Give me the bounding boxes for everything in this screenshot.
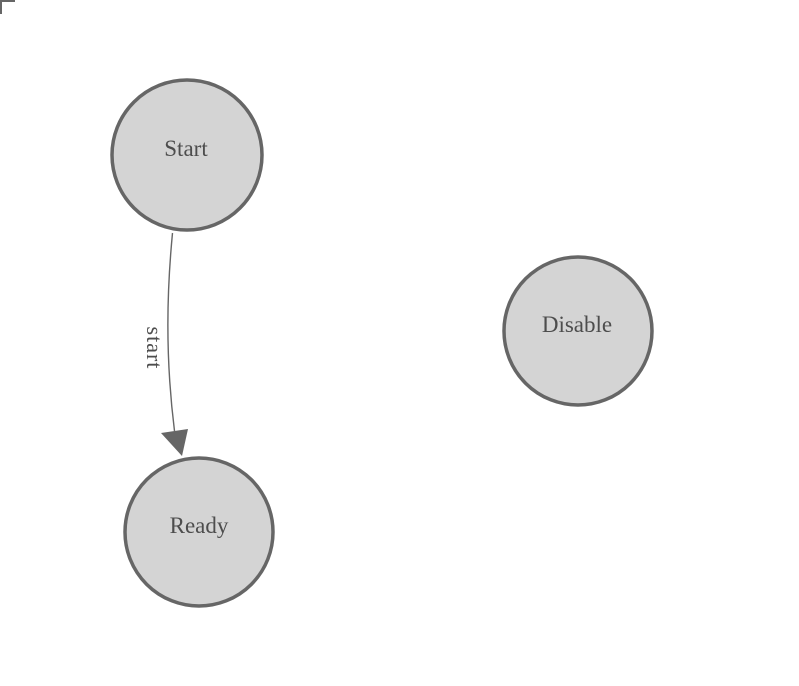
state-circle-ready[interactable]	[123, 456, 275, 608]
edge-label-start: start	[142, 327, 167, 370]
arrowhead-icon	[161, 429, 188, 456]
canvas-corner-mark	[0, 0, 15, 14]
state-node-ready[interactable]: Ready	[123, 456, 275, 608]
state-circle-disable[interactable]	[502, 255, 654, 407]
state-circle-start[interactable]	[110, 78, 264, 232]
state-label-disable: Disable	[542, 312, 612, 337]
state-node-disable[interactable]: Disable	[502, 255, 654, 407]
state-node-start[interactable]: Start	[110, 78, 264, 232]
edge-curve[interactable]	[167, 232, 176, 432]
state-label-ready: Ready	[170, 513, 229, 538]
transition-edge-start-ready[interactable]: start	[142, 232, 188, 456]
state-label-start: Start	[164, 136, 208, 161]
